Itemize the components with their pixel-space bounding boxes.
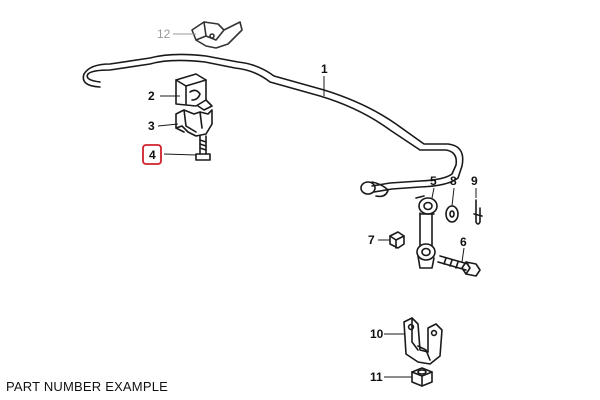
callout-12[interactable]: 12 (157, 27, 171, 41)
callout-9[interactable]: 9 (471, 174, 478, 188)
callout-1[interactable]: 1 (321, 62, 328, 76)
retaining-clip[interactable] (191, 21, 243, 49)
callout-10[interactable]: 10 (370, 327, 384, 341)
callout-5[interactable]: 5 (430, 174, 437, 188)
bolt[interactable] (195, 135, 211, 161)
connecting-link[interactable] (415, 195, 438, 269)
holder-bracket[interactable] (403, 317, 443, 365)
upper-rubber-mount[interactable] (175, 73, 213, 111)
callout-11[interactable]: 11 (370, 370, 383, 384)
leader-lines (157, 33, 477, 378)
hex-nut[interactable] (411, 367, 433, 387)
callout-3[interactable]: 3 (148, 119, 155, 133)
self-locking-nut[interactable] (389, 231, 405, 249)
callout-6[interactable]: 6 (460, 235, 467, 249)
cotter-pin[interactable] (473, 199, 483, 225)
highlight-box (142, 144, 162, 165)
callout-2[interactable]: 2 (148, 89, 155, 103)
callout-7[interactable]: 7 (368, 233, 375, 247)
stabilizer-bar[interactable] (82, 53, 464, 198)
caption-text: PART NUMBER EXAMPLE (6, 379, 169, 394)
callout-4[interactable]: 4 (149, 148, 156, 162)
washer[interactable] (445, 205, 459, 223)
hex-bolt[interactable] (437, 255, 481, 277)
callout-8[interactable]: 8 (450, 174, 457, 188)
mount-bracket[interactable] (175, 109, 213, 137)
